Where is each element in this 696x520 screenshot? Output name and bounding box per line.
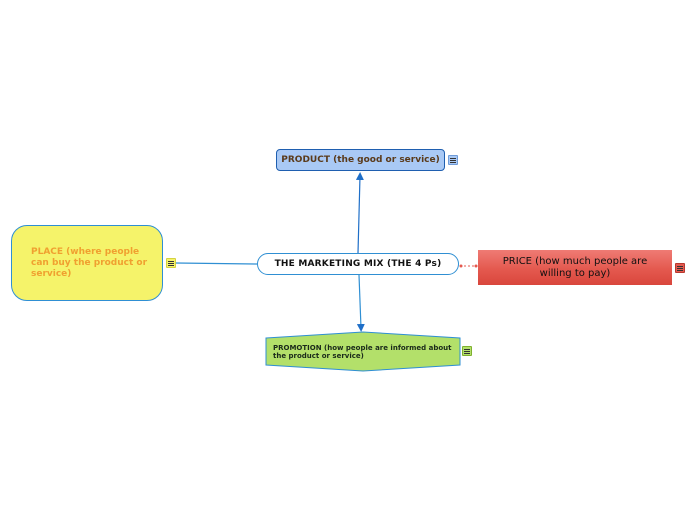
topic-price[interactable]: PRICE (how much people are willing to pa… bbox=[478, 250, 672, 285]
topic-place[interactable]: PLACE (where people can buy the product … bbox=[11, 225, 163, 301]
price-note-icon[interactable] bbox=[675, 263, 685, 273]
topic-product[interactable]: PRODUCT (the good or service) bbox=[276, 149, 445, 171]
connector-promotion bbox=[356, 274, 365, 332]
connector-product bbox=[355, 172, 364, 254]
central-topic[interactable]: THE MARKETING MIX (THE 4 Ps) bbox=[257, 253, 459, 275]
place-note-icon[interactable] bbox=[166, 258, 176, 268]
topic-place-label: PLACE (where people can buy the product … bbox=[31, 246, 148, 279]
topic-promotion-label: PROMOTION (how people are informed about… bbox=[273, 344, 452, 360]
central-topic-label: THE MARKETING MIX (THE 4 Ps) bbox=[274, 259, 442, 269]
topic-price-label: PRICE (how much people are willing to pa… bbox=[502, 255, 648, 279]
topic-promotion[interactable]: PROMOTION (how people are informed about… bbox=[273, 340, 453, 364]
connector-price-end-dot bbox=[474, 264, 478, 268]
product-note-icon[interactable] bbox=[448, 155, 458, 165]
connector-price-start-dot bbox=[459, 264, 463, 268]
topic-promotion-shape bbox=[265, 331, 461, 372]
promotion-note-icon[interactable] bbox=[462, 346, 472, 356]
connector-place bbox=[175, 262, 258, 265]
topic-product-label: PRODUCT (the good or service) bbox=[281, 155, 440, 165]
